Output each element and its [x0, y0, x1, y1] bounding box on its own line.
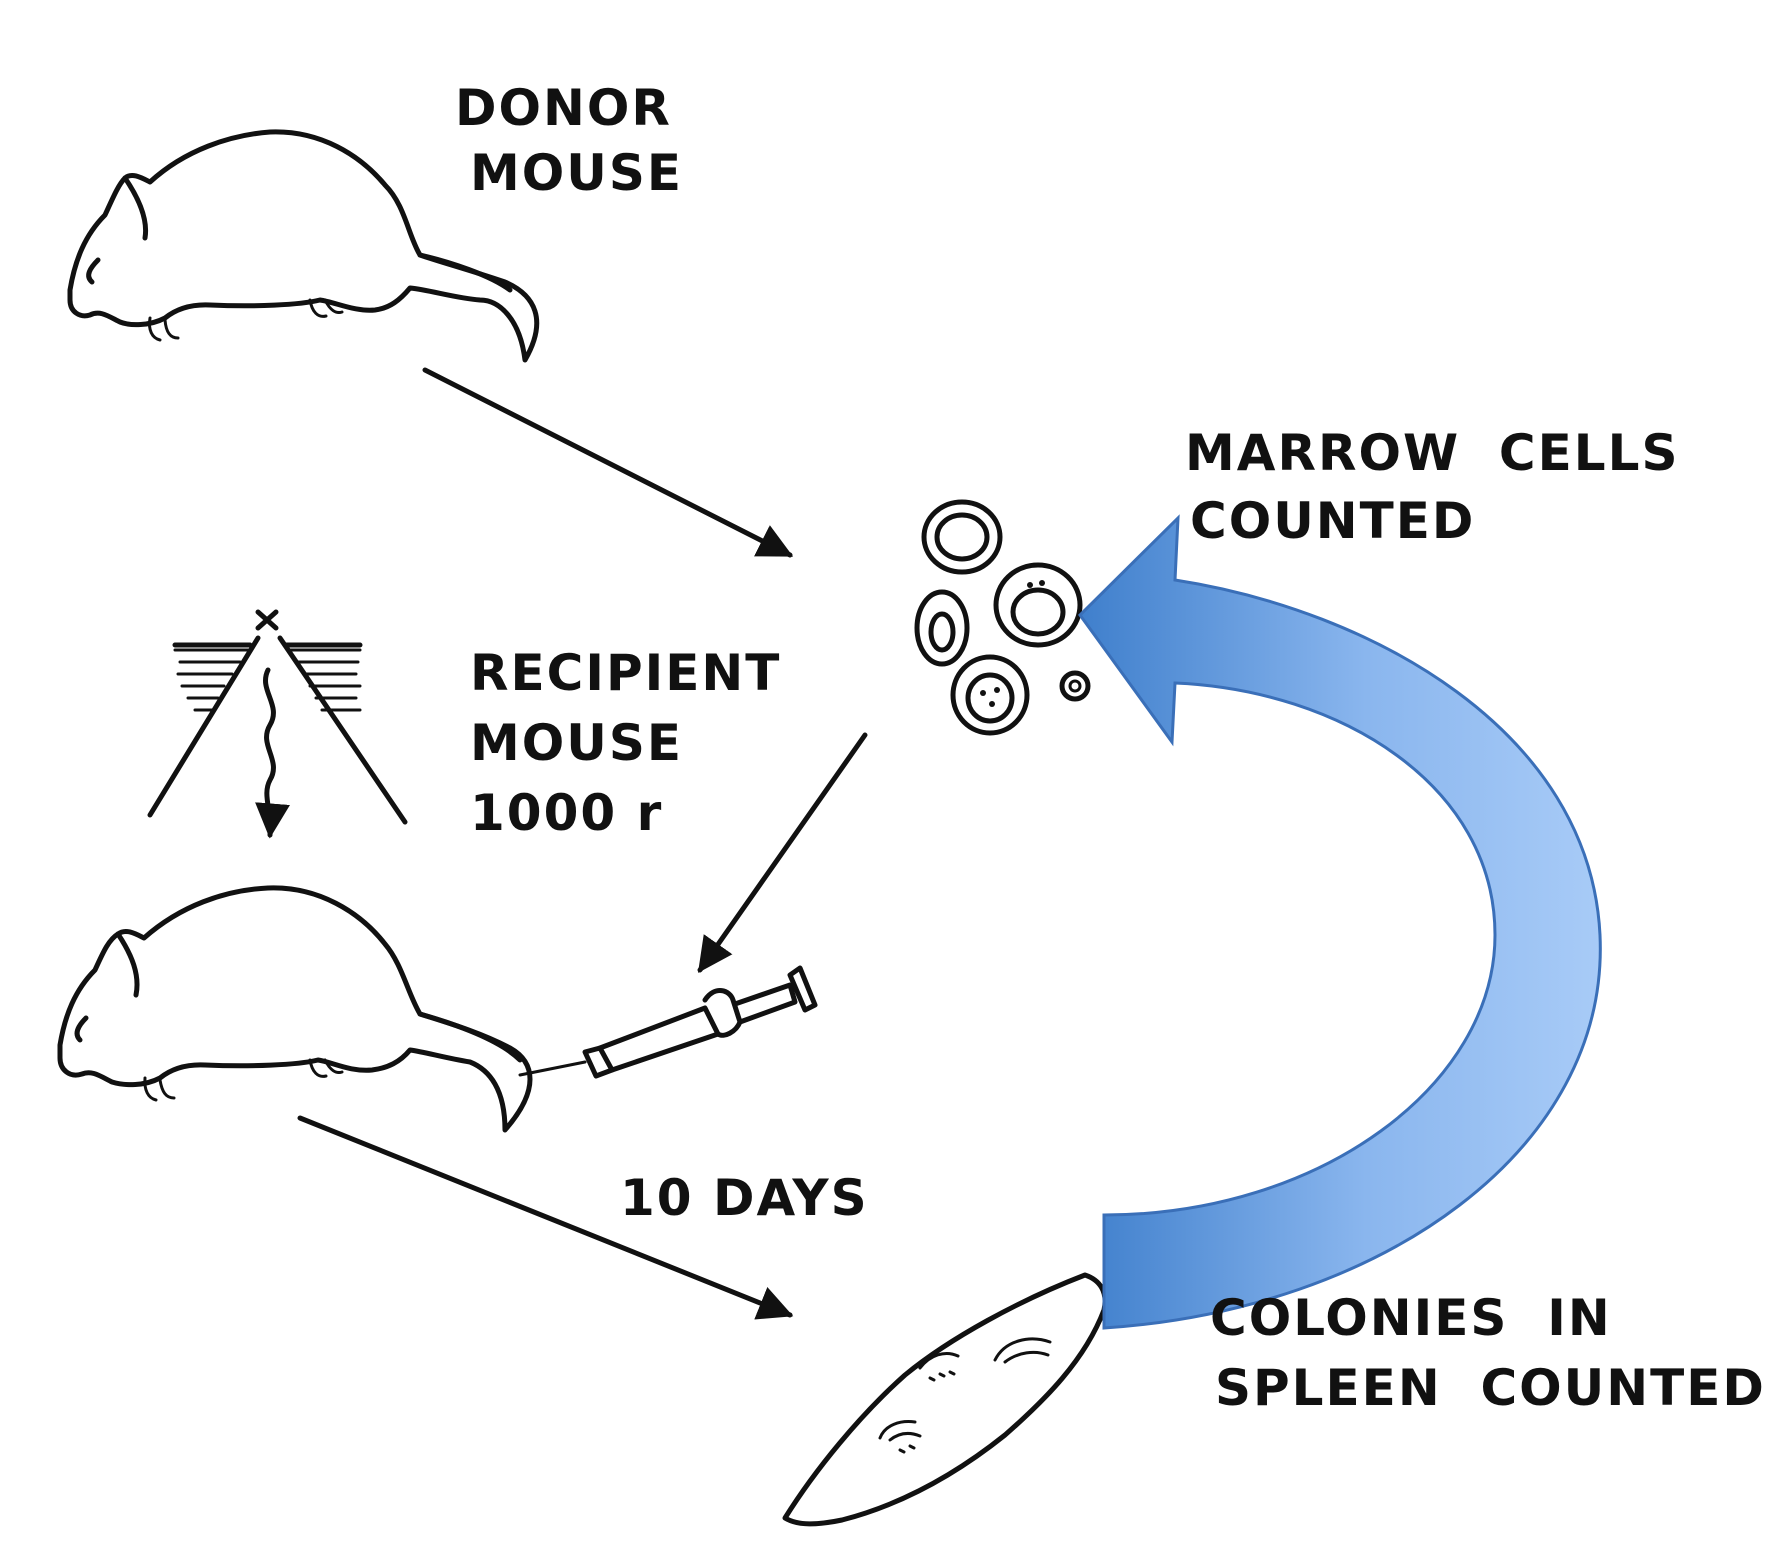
recipient-label-line1: RECIPIENT	[470, 644, 781, 702]
recipient-label-line2: MOUSE	[470, 714, 683, 772]
donor-mouse-label: DONOR MOUSE	[455, 79, 683, 202]
donor-label-line1: DONOR	[455, 79, 672, 137]
colonies-label: COLONIES IN SPLEEN COUNTED	[1210, 1289, 1766, 1417]
colonies-label-line2: SPLEEN COUNTED	[1215, 1359, 1766, 1417]
arrow-donor-to-cells	[422, 367, 794, 558]
recipient-mouse-label: RECIPIENT MOUSE 1000 r	[470, 644, 781, 842]
cells-icon	[914, 499, 1091, 736]
feedback-arrow	[1078, 514, 1602, 1330]
radiation-icon	[147, 609, 408, 839]
marrow-label-line2: COUNTED	[1190, 492, 1475, 550]
donor-label-line2: MOUSE	[470, 144, 683, 202]
days-label: 10 DAYS	[620, 1169, 869, 1227]
marrow-label-line1: MARROW CELLS	[1185, 424, 1680, 482]
donor-mouse-icon	[67, 129, 540, 363]
arrow-recipient-to-spleen	[297, 1115, 794, 1320]
recipient-mouse-icon	[57, 885, 533, 1133]
marrow-cells-label: MARROW CELLS COUNTED	[1185, 424, 1680, 550]
arrow-cells-to-recipient	[697, 732, 868, 973]
syringe-icon	[518, 965, 818, 1079]
colonies-label-line1: COLONIES IN	[1210, 1289, 1612, 1347]
spleen-icon	[782, 1272, 1108, 1527]
recipient-dose-label: 1000 r	[470, 784, 663, 842]
